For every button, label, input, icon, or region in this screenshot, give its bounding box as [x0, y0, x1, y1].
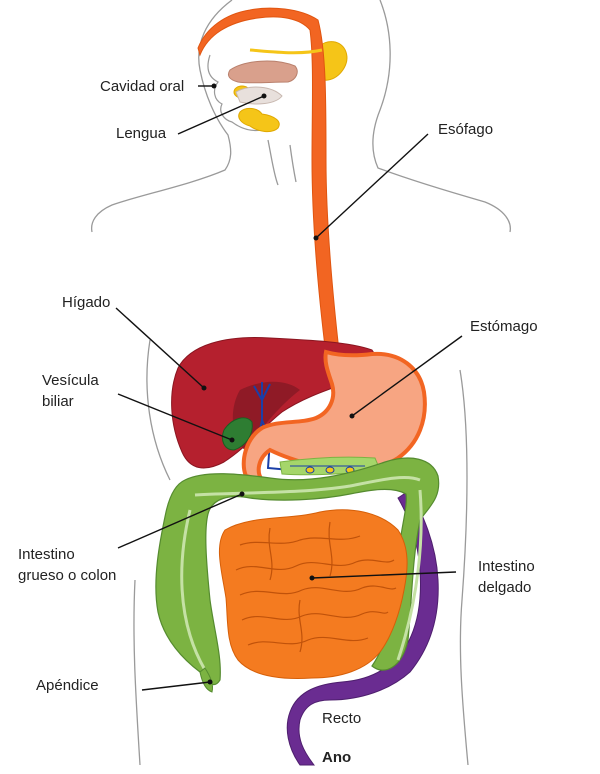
leader-lines — [115, 85, 463, 691]
leader-lengua — [177, 95, 265, 135]
label-cavidad-oral: Cavidad oral — [100, 78, 185, 95]
label-ano: Ano — [322, 749, 352, 766]
label-colon-line1: Intestino — [18, 546, 75, 563]
pancreatic-duct — [290, 465, 365, 474]
label-vesicula-line1: Vesícula — [42, 372, 99, 389]
colon-band-right — [396, 489, 423, 661]
label-recto: Recto — [322, 710, 362, 727]
label-estomago: Estómago — [470, 318, 538, 335]
gallbladder — [221, 417, 253, 451]
face-profile — [207, 54, 263, 132]
small-intestine — [218, 509, 408, 679]
label-esofago: Esófago — [438, 121, 494, 138]
rectum — [286, 489, 439, 766]
colon-band-left — [180, 509, 207, 671]
label-delgado-line1: Intestino — [478, 558, 535, 575]
leader-apendice — [141, 681, 211, 691]
leader-dots — [201, 83, 355, 685]
oral-cavity — [227, 60, 298, 84]
body-outline — [90, 0, 511, 766]
leader-vesicula — [117, 393, 233, 441]
salivary-glands — [233, 41, 348, 133]
leader-colon — [117, 493, 243, 549]
leader-esofago — [315, 133, 429, 239]
stomach — [241, 349, 427, 484]
large-intestine — [155, 457, 440, 686]
leader-higado — [115, 307, 205, 389]
label-vesicula-line2: biliar — [42, 393, 74, 410]
label-delgado-line2: delgado — [478, 579, 532, 596]
esophagus-duct — [249, 48, 323, 55]
colon-band — [194, 476, 421, 497]
label-higado: Hígado — [62, 294, 111, 311]
small-intestine-folds — [235, 521, 397, 653]
leader-delgado — [311, 571, 457, 579]
label-apendice: Apéndice — [36, 677, 99, 694]
label-lengua: Lengua — [116, 125, 167, 142]
leader-estomago — [351, 335, 463, 417]
tongue — [235, 86, 283, 105]
appendix — [199, 667, 213, 693]
label-colon-line2: grueso o colon — [18, 567, 117, 584]
